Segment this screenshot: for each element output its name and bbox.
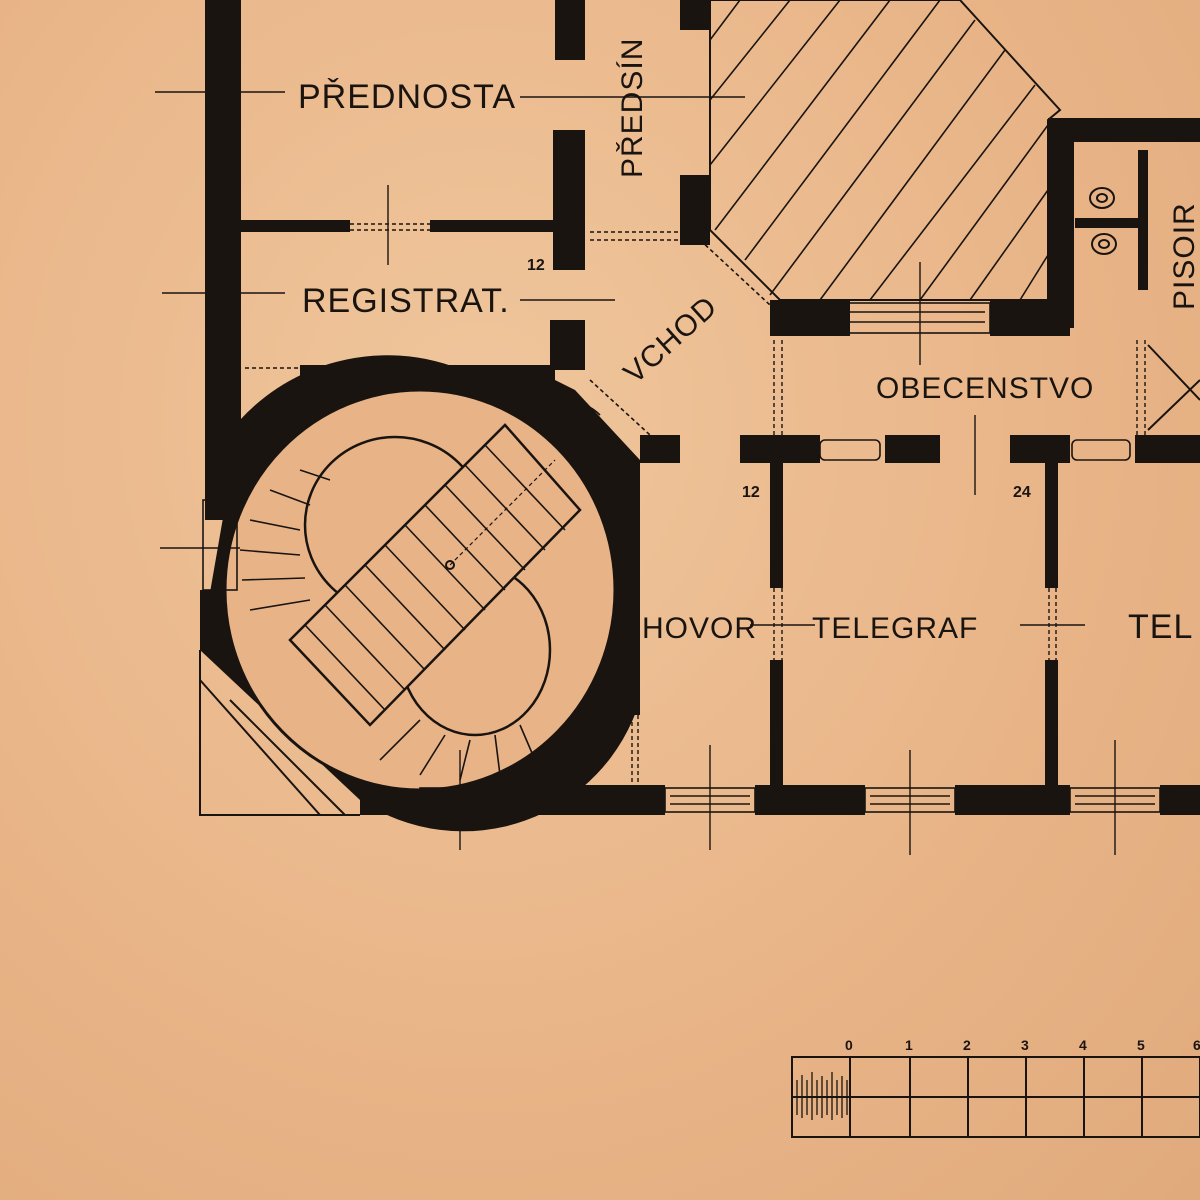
scale-bar: 0 1 2 3 4 5 6: [791, 1037, 1200, 1138]
room-label-pisoir: PISOIR: [1168, 202, 1200, 310]
scale-tick-label: 4: [1079, 1037, 1087, 1053]
scale-tick-label: 0: [845, 1037, 853, 1053]
room-label-hovor: HOVOR: [642, 612, 757, 645]
corner-outline: [199, 650, 360, 816]
room-label-vchod: VCHOD: [618, 290, 724, 390]
windows: [202, 39, 1161, 813]
scale-tick-label: 3: [1021, 1037, 1029, 1053]
entrance-doors: [547, 239, 771, 466]
dimension-label: 12: [527, 257, 545, 274]
pisoir-fixtures: [1075, 187, 1200, 431]
scale-tick-label: 5: [1137, 1037, 1145, 1053]
spiral-staircase: [200, 355, 640, 832]
room-label-prednosta: PŘEDNOSTA: [298, 78, 516, 116]
room-label-predsin: PŘEDSÍN: [616, 38, 649, 178]
room-label-tel: TEL: [1128, 608, 1193, 646]
room-label-registrat: REGISTRAT.: [302, 282, 510, 320]
dimension-label: 24: [1013, 484, 1031, 501]
room-label-telegraf: TELEGRAF: [812, 612, 978, 645]
door-openings: [245, 223, 1146, 785]
scale-tick-label: 2: [963, 1037, 971, 1053]
axis-lines: [155, 91, 1116, 855]
scale-tick-label: 1: [905, 1037, 913, 1053]
room-label-obecenstvo: OBECENSTVO: [876, 372, 1094, 405]
hatched-area: [709, 0, 1062, 301]
scale-tick-label: 6: [1193, 1037, 1200, 1053]
dimension-label: 12: [742, 484, 760, 501]
